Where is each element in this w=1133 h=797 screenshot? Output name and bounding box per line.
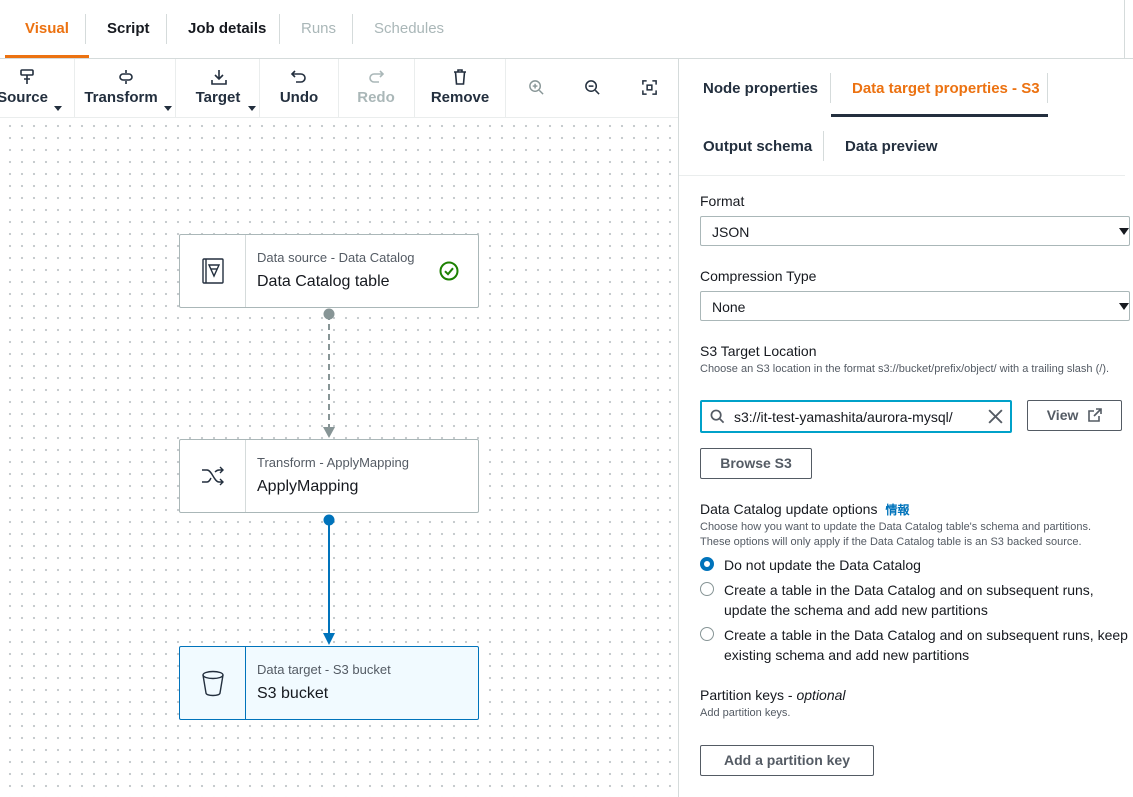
node-icon-box — [180, 235, 246, 307]
s3-target-location-label: S3 Target Location — [700, 343, 817, 359]
zoom-in-icon — [520, 79, 552, 97]
node-title: S3 bucket — [257, 685, 329, 702]
partition-keys-description: Add partition keys. — [700, 707, 791, 719]
tab-runs[interactable]: Runs — [301, 20, 337, 37]
close-icon[interactable] — [987, 408, 1004, 430]
tab-visual[interactable]: Visual — [5, 0, 89, 58]
transform-button[interactable]: Transform — [78, 59, 174, 117]
fit-view-button[interactable] — [633, 59, 665, 117]
bucket-icon — [201, 670, 224, 697]
catalog-update-description: These options will only apply if the Dat… — [700, 536, 1082, 548]
canvas-toolbar: Source Transform Target Undo Redo R — [0, 59, 679, 118]
caret-down-icon — [1119, 303, 1129, 310]
zoom-out-button[interactable] — [576, 59, 608, 117]
catalog-update-description: Choose how you want to update the Data C… — [700, 521, 1092, 533]
trash-icon — [418, 68, 502, 86]
zoom-out-icon — [576, 79, 608, 97]
redo-button[interactable]: Redo — [340, 59, 412, 117]
fit-view-icon — [633, 79, 665, 97]
s3-target-location-description: Choose an S3 location in the format s3:/… — [700, 363, 1110, 375]
radio-button[interactable] — [700, 582, 714, 596]
properties-panel: Node properties Data target properties -… — [679, 59, 1133, 797]
top-tab-bar: Visual Script Job details Runs Schedules — [0, 0, 1133, 59]
edge-transform-to-target — [323, 514, 335, 645]
node-title: ApplyMapping — [257, 478, 359, 495]
section-divider — [679, 175, 1125, 176]
node-connectors — [323, 308, 335, 645]
edge-source-to-transform — [323, 308, 335, 438]
tab-divider — [830, 73, 831, 103]
target-button[interactable]: Target — [180, 59, 258, 117]
tab-data-preview[interactable]: Data preview — [845, 138, 938, 155]
compression-type-select[interactable]: None — [700, 291, 1130, 321]
radio-button[interactable] — [700, 557, 714, 571]
undo-button[interactable]: Undo — [262, 59, 336, 117]
node-subtitle: Data source - Data Catalog — [257, 250, 415, 265]
remove-button[interactable]: Remove — [418, 59, 502, 117]
radio-button[interactable] — [700, 627, 714, 641]
toolbar-divider — [414, 59, 415, 117]
external-link-icon — [1088, 408, 1103, 422]
node-subtitle: Data target - S3 bucket — [257, 662, 391, 677]
redo-icon — [340, 68, 412, 86]
partition-keys-label: Partition keys - optional — [700, 687, 846, 703]
target-icon — [180, 68, 258, 86]
tab-script[interactable]: Script — [107, 20, 150, 37]
source-button[interactable]: Source — [0, 59, 64, 117]
view-button[interactable]: View — [1027, 400, 1122, 431]
tab-divider — [352, 14, 353, 44]
transform-icon — [78, 68, 174, 86]
node-title: Data Catalog table — [257, 273, 390, 290]
chevron-down-icon — [248, 106, 256, 111]
tab-job-details[interactable]: Job details — [188, 20, 267, 37]
tab-divider — [166, 14, 167, 44]
node-icon-box — [180, 440, 246, 512]
tab-data-target-properties[interactable]: Data target properties - S3 — [852, 80, 1040, 97]
tab-divider — [85, 14, 86, 44]
format-label: Format — [700, 193, 745, 209]
toolbar-divider — [259, 59, 260, 117]
node-transform[interactable]: Transform - ApplyMapping ApplyMapping — [179, 439, 479, 513]
node-subtitle: Transform - ApplyMapping — [257, 455, 409, 470]
tab-divider — [279, 14, 280, 44]
source-icon — [0, 68, 64, 86]
format-select[interactable]: JSON — [700, 216, 1130, 246]
tab-output-schema[interactable]: Output schema — [703, 138, 813, 155]
caret-down-icon — [1119, 228, 1129, 235]
shuffle-icon — [201, 466, 224, 486]
tab-divider — [823, 131, 824, 161]
browse-s3-button[interactable]: Browse S3 — [700, 448, 812, 479]
scroll-edge — [1124, 0, 1125, 59]
toolbar-divider — [74, 59, 75, 117]
info-link[interactable]: 情報 — [885, 503, 910, 517]
tab-schedules[interactable]: Schedules — [374, 20, 445, 37]
node-icon-box — [180, 647, 246, 719]
catalog-icon — [201, 258, 224, 284]
zoom-in-button[interactable] — [520, 59, 552, 117]
check-circle-icon — [439, 261, 459, 286]
toolbar-divider — [505, 59, 506, 117]
s3-location-input[interactable]: s3://it-test-yamashita/aurora-mysql/ — [700, 400, 1012, 433]
tab-node-properties[interactable]: Node properties — [703, 80, 819, 97]
toolbar-divider — [338, 59, 339, 117]
search-icon — [710, 409, 725, 429]
chevron-down-icon — [54, 106, 62, 111]
node-data-source[interactable]: Data source - Data Catalog Data Catalog … — [179, 234, 479, 308]
toolbar-divider — [175, 59, 176, 117]
undo-icon — [262, 68, 336, 86]
tab-divider — [1047, 73, 1048, 103]
active-tab-indicator — [831, 114, 1048, 117]
compression-type-label: Compression Type — [700, 268, 817, 284]
add-partition-key-button[interactable]: Add a partition key — [700, 745, 874, 776]
panel-divider — [678, 59, 679, 797]
chevron-down-icon — [164, 106, 172, 111]
node-data-target[interactable]: Data target - S3 bucket S3 bucket — [179, 646, 479, 720]
